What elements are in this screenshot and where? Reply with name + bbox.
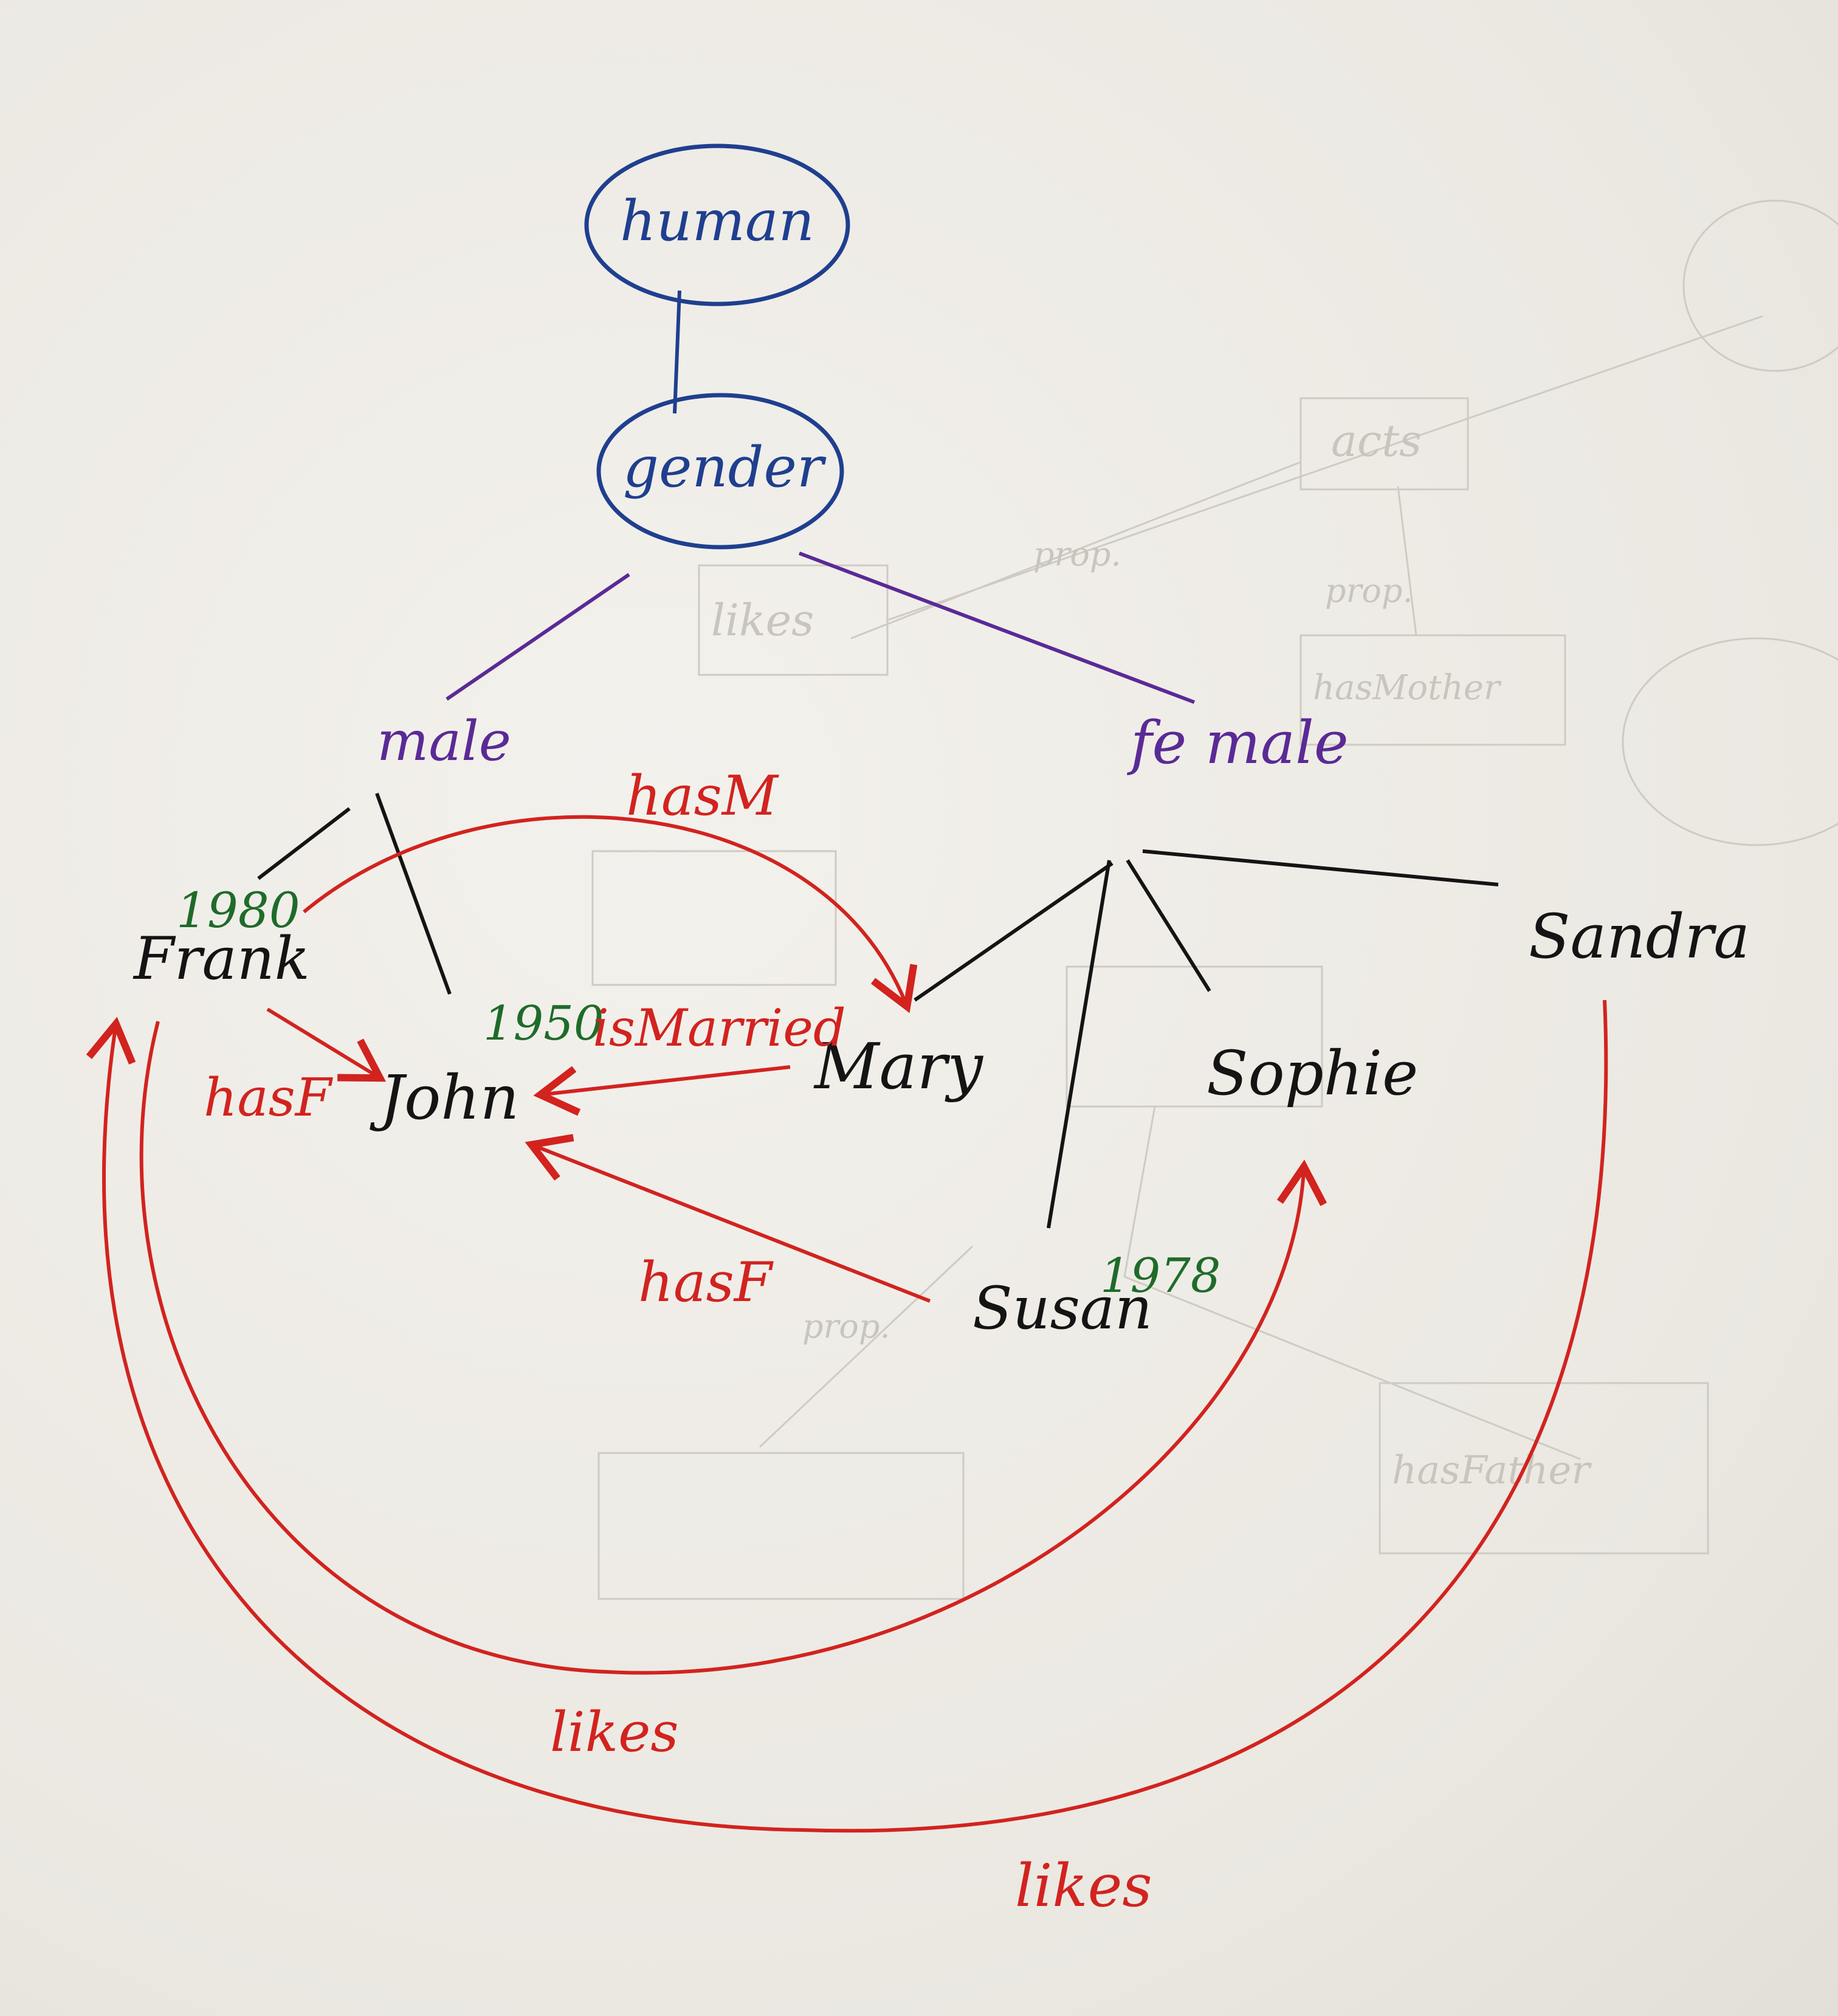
node-gender: gender: [623, 435, 827, 500]
ghost-label-7: prop.: [802, 1307, 890, 1345]
edge-human-gender: [673, 290, 681, 414]
ghost-lines: [759, 315, 1763, 1460]
edge-female-sandra: [1142, 849, 1499, 886]
year-john: 1950: [483, 996, 604, 1051]
ghost-label-1: acts: [1331, 415, 1422, 466]
label-hasm: hasM: [626, 764, 779, 828]
node-john: John: [370, 1062, 519, 1133]
ghost-label-2: likes: [711, 595, 814, 646]
edge-gender-female: [798, 551, 1196, 704]
relation-edges: [86, 815, 1608, 1833]
edge-susan-john-hasf: [525, 1134, 931, 1303]
edge-female-sophie: [1126, 859, 1211, 992]
edge-female-mary: [914, 861, 1113, 1002]
edge-male-john: [375, 792, 452, 995]
node-frank: Frank: [133, 925, 310, 993]
label-likes-1: likes: [550, 1700, 679, 1764]
year-frank: 1980: [176, 882, 300, 939]
ghost-box-acts: [1299, 397, 1469, 491]
ghost-sketch: acts likes hasMother hasFather prop. pro…: [591, 199, 1838, 1600]
node-sandra: Sandra: [1529, 901, 1750, 972]
ghost-box-hasmother: [1299, 634, 1566, 746]
ghost-box-left: [591, 850, 837, 986]
label-susan-hasf: hasF: [638, 1251, 774, 1314]
node-mary: Mary: [813, 1029, 983, 1103]
ghost-box-hasfather: [1378, 1382, 1709, 1555]
label-ismarried: isMarried: [593, 998, 846, 1058]
node-human: human: [620, 188, 814, 254]
edge-mary-john-ismarried: [533, 1065, 791, 1116]
instance-edges: [257, 792, 1499, 1229]
label-likes-2: likes: [1015, 1852, 1152, 1920]
edge-frank-mary-hasm: [303, 815, 918, 1013]
ghost-ellipse-right: [1622, 637, 1838, 846]
edge-frank-john-hasf: [266, 1007, 387, 1082]
label-frank-hasf: hasF: [204, 1068, 334, 1128]
node-female: fe male: [1127, 709, 1349, 777]
edge-gender-male: [446, 573, 630, 701]
node-sophie: Sophie: [1206, 1038, 1418, 1109]
ghost-label-3: hasMother: [1313, 668, 1502, 708]
human-ellipse: [584, 143, 850, 306]
ghost-ellipse-top: [1682, 199, 1838, 372]
edge-frank-sophie-likes: [139, 1021, 1327, 1675]
year-susan: 1978: [1100, 1249, 1221, 1303]
node-susan: Susan: [972, 1274, 1152, 1342]
gender-ellipse: [596, 393, 844, 550]
edge-sandra-frank-likes: [86, 999, 1608, 1833]
ghost-label-4: hasFather: [1392, 1448, 1592, 1493]
node-male: male: [377, 709, 511, 773]
ghost-label-6: prop.: [1325, 571, 1413, 610]
ghost-label-5: prop.: [1033, 535, 1121, 573]
edge-male-frank: [257, 807, 351, 880]
ghost-box-hasmother-2: [597, 1452, 965, 1600]
edge-female-susan: [1047, 860, 1111, 1229]
